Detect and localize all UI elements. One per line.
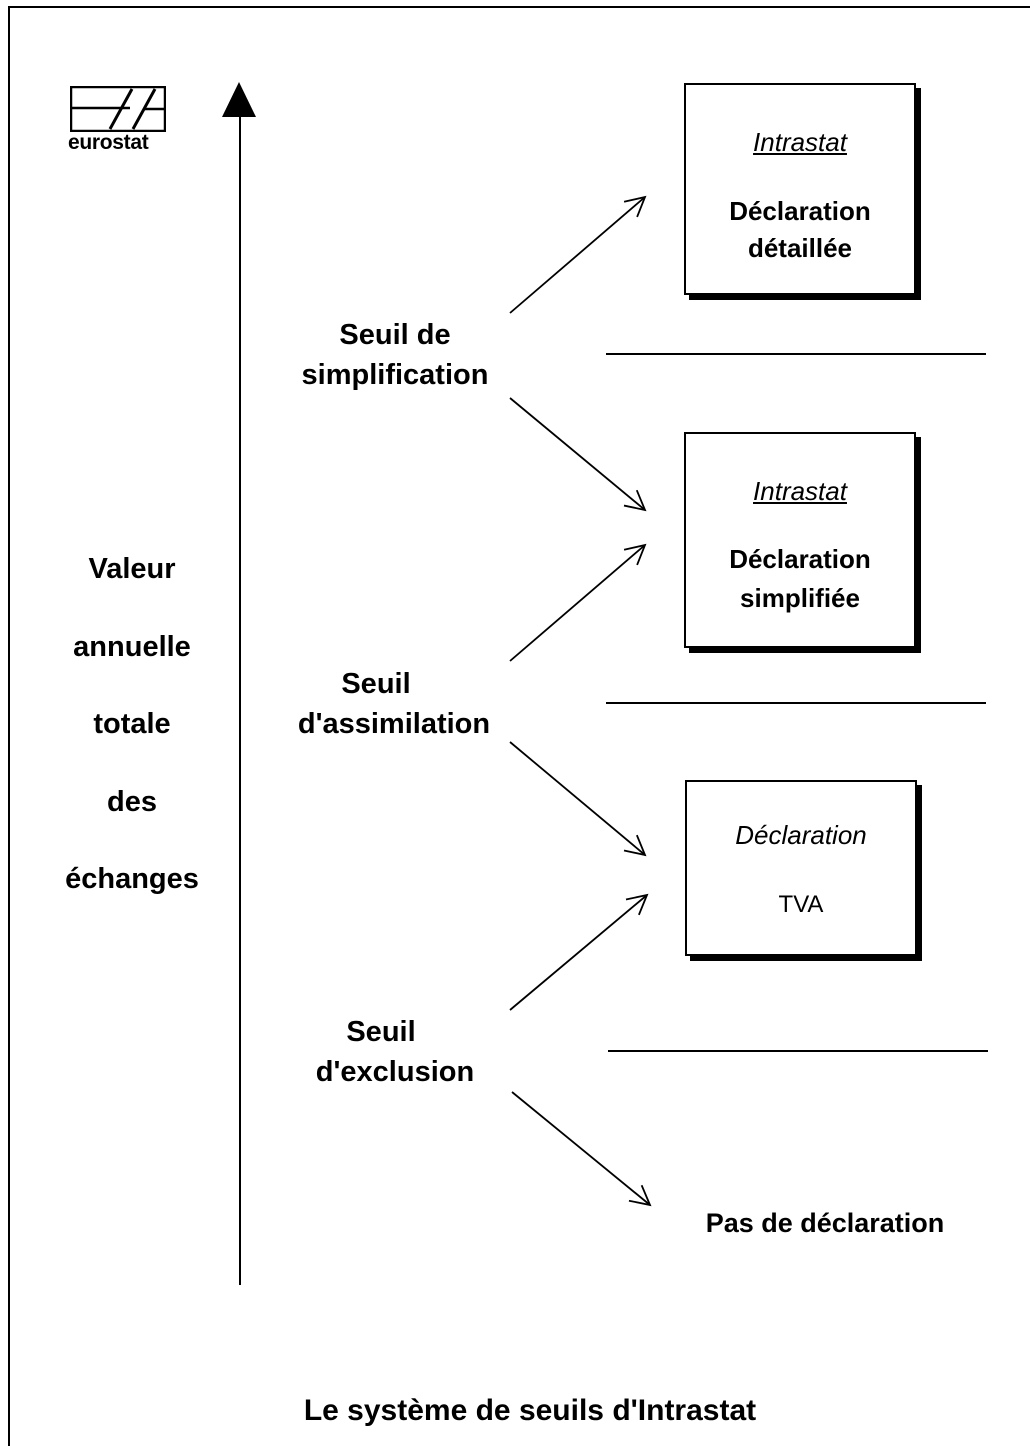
axis-label-line-3: totale: [93, 708, 171, 740]
threshold-exclusion: Seuil d'exclusion: [265, 1012, 525, 1092]
box-detailed-declaration: Intrastat Déclaration détaillée: [684, 83, 916, 295]
threshold-exclusion-line-2: d'exclusion: [315, 1056, 475, 1088]
box-vat-line-1: TVA: [778, 891, 824, 918]
arrow-assimilation-down: [509, 741, 647, 857]
eurostat-logo: eurostat: [68, 86, 172, 158]
arrow-exclusion-up: [509, 893, 649, 1011]
box-vat-kind: Déclaration: [735, 820, 867, 850]
value-axis-arrowhead: [222, 82, 256, 117]
diagram-frame: [8, 6, 1030, 1446]
axis-label-line-4: des: [107, 786, 157, 818]
box-simplified-declaration: Intrastat Déclaration simplifiée: [684, 432, 916, 648]
eurostat-logo-text: eurostat: [68, 131, 149, 154]
threshold-assimilation-line-2: d'assimilation: [297, 708, 491, 740]
box-detailed-line-2: détaillée: [747, 233, 853, 263]
arrow-simplification-down: [509, 397, 647, 512]
threshold-simplification: Seuil de simplification: [265, 315, 525, 395]
threshold-assimilation-line-1: Seuil: [341, 668, 411, 700]
no-declaration-label: Pas de déclaration: [705, 1208, 945, 1238]
arrow-exclusion-down: [511, 1091, 652, 1207]
box-detailed-kind: Intrastat: [753, 127, 847, 157]
threshold-simplification-line-1: Seuil de: [339, 319, 451, 351]
threshold-assimilation: Seuil d'assimilation: [264, 664, 524, 744]
axis-label-line-2: annuelle: [73, 631, 191, 663]
threshold-exclusion-line-1: Seuil: [346, 1016, 416, 1048]
threshold-simplification-line-2: simplification: [301, 359, 489, 391]
axis-label-line-1: Valeur: [88, 553, 176, 585]
diagram-caption: Le système de seuils d'Intrastat: [303, 1394, 757, 1427]
arrow-assimilation-up: [509, 543, 647, 662]
arrow-simplification-up: [509, 195, 647, 314]
box-simplified-line-1: Déclaration: [729, 544, 871, 574]
box-simplified-kind: Intrastat: [753, 476, 847, 506]
eurostat-logo-icon: [70, 86, 166, 132]
box-detailed-line-1: Déclaration: [729, 196, 871, 226]
box-simplified-line-2: simplifiée: [740, 583, 860, 613]
box-vat-declaration: Déclaration TVA: [685, 780, 917, 956]
axis-label-line-5: échanges: [65, 863, 199, 895]
